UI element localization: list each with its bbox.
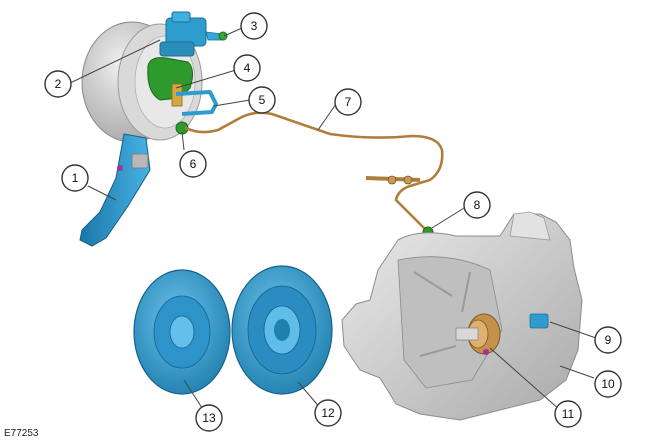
callout-6: 6	[179, 150, 207, 178]
callout-12: 12	[314, 399, 342, 427]
reservoir-hose-clip	[218, 31, 228, 41]
clutch-hydraulic-pipe	[184, 111, 444, 234]
callout-11-label: 11	[562, 407, 575, 421]
callout-5: 5	[248, 86, 276, 114]
callout-7: 7	[334, 88, 362, 116]
callout-5-label: 5	[259, 93, 266, 107]
callout-2-label: 2	[55, 77, 62, 91]
callout-8-label: 8	[474, 198, 481, 212]
figure-id: E77253	[4, 428, 39, 439]
concentric-slave-cylinder	[455, 313, 501, 355]
clutch-disc	[133, 269, 231, 395]
callout-6-label: 6	[190, 157, 197, 171]
callout-4: 4	[233, 54, 261, 82]
callout-4-label: 4	[244, 61, 251, 75]
callout-10-label: 10	[601, 377, 615, 391]
clutch-pressure-plate	[231, 265, 333, 395]
clutch-pedal	[79, 133, 151, 247]
callout-12-label: 12	[321, 406, 335, 420]
callout-1: 1	[61, 164, 89, 192]
callout-13-label: 13	[202, 411, 216, 425]
pipe-bracket	[175, 90, 218, 116]
callout-9-label: 9	[605, 333, 612, 347]
callout-11: 11	[554, 400, 582, 428]
callout-7-label: 7	[345, 95, 352, 109]
callout-8: 8	[463, 191, 491, 219]
callout-1-label: 1	[72, 171, 79, 185]
transmission-housing	[341, 211, 583, 421]
callout-3: 3	[240, 12, 268, 40]
callout-2: 2	[44, 70, 72, 98]
callout-13: 13	[195, 404, 223, 432]
callout-3-label: 3	[251, 19, 258, 33]
callout-9: 9	[594, 326, 622, 354]
clutch-fluid-reservoir	[159, 11, 225, 57]
callout-10: 10	[594, 370, 622, 398]
